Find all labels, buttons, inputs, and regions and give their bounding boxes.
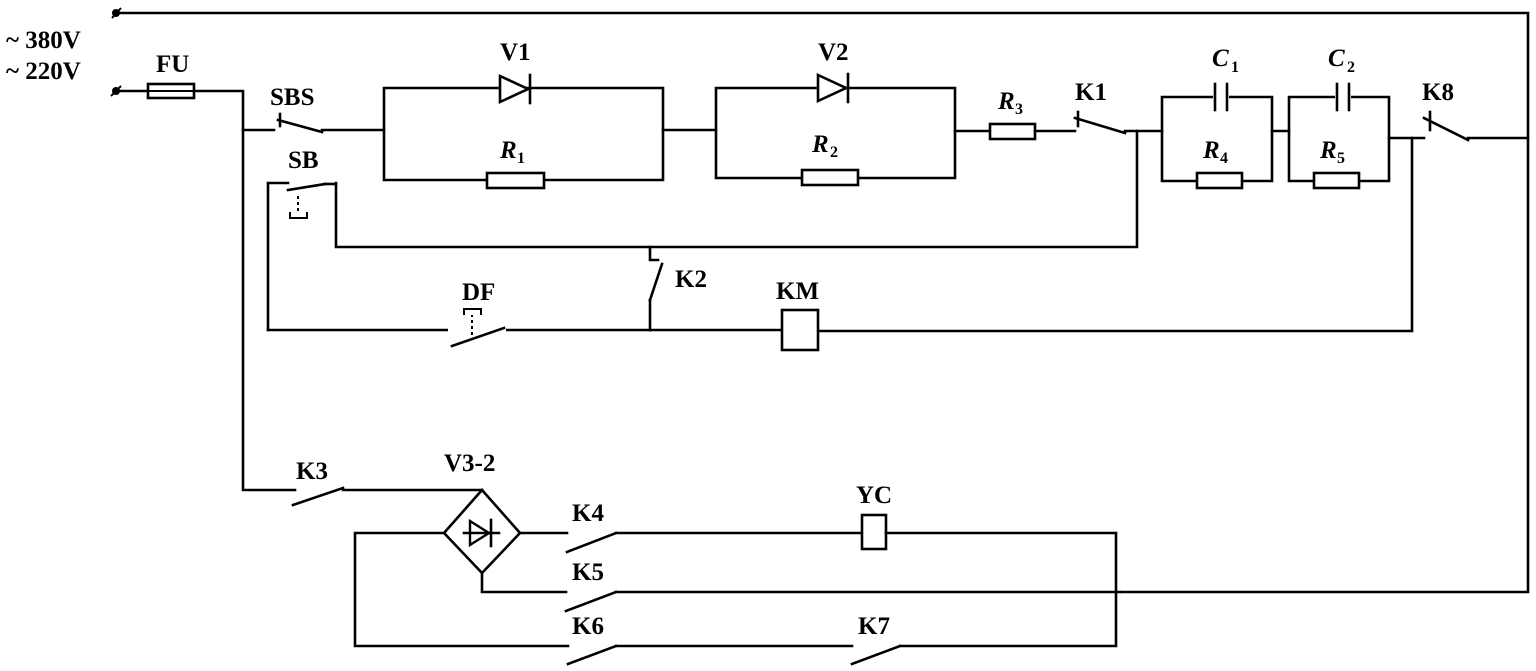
switch-df [448, 308, 506, 352]
diode-v1 [498, 73, 532, 105]
label-r2: R [811, 131, 829, 158]
resistor-r2 [800, 168, 860, 187]
label-k3: K3 [296, 458, 328, 485]
resistor-r3 [988, 122, 1037, 141]
label-r5: R [1319, 137, 1337, 164]
capacitor-c1 [1213, 82, 1229, 112]
label-k2: K2 [675, 266, 707, 293]
label-k5: K5 [572, 559, 604, 586]
label-sbs: SBS [270, 84, 314, 111]
block-c1-r4 [1160, 95, 1274, 183]
switch-k5 [564, 590, 618, 613]
wire-sb-left [266, 181, 290, 332]
label-r1: R [499, 137, 517, 164]
label-yc: YC [856, 482, 892, 509]
label-r4: R [1202, 137, 1220, 164]
coil-km [780, 308, 820, 352]
bridge-rectifier-v3-2 [442, 488, 522, 575]
switch-k8 [1422, 110, 1470, 142]
wire-bridge-left [353, 531, 570, 648]
wire-main-vertical [192, 89, 297, 492]
label-v3-2: V3-2 [444, 450, 495, 477]
wire-bridge-to-k5 [480, 571, 568, 594]
label-r4-sub: 4 [1220, 150, 1228, 167]
label-k1: K1 [1075, 79, 1107, 106]
label-k8: K8 [1422, 79, 1454, 106]
resistor-r5 [1312, 171, 1361, 190]
block-v1-r1 [382, 86, 665, 182]
wire-sb-return [334, 129, 1139, 249]
label-r3: R [997, 88, 1015, 115]
button-sb [286, 182, 338, 219]
label-r5-sub: 5 [1337, 150, 1345, 167]
label-c1-sub: 1 [1231, 59, 1239, 76]
switch-k1 [1073, 110, 1127, 135]
label-df: DF [462, 279, 495, 306]
label-r1-sub: 1 [517, 150, 525, 167]
label-km: KM [776, 278, 819, 305]
label-k4: K4 [572, 500, 604, 527]
resistor-r1 [485, 171, 546, 190]
switch-k6 [566, 644, 618, 666]
wire-yc-right [884, 531, 1118, 648]
wire-380v-return [114, 11, 1530, 594]
switch-sbs [276, 112, 324, 134]
label-k6: K6 [572, 613, 604, 640]
label-fu: FU [156, 51, 189, 78]
label-c2: C [1328, 45, 1345, 72]
label-k7: K7 [858, 613, 890, 640]
label-c2-sub: 2 [1347, 59, 1355, 76]
resistor-r4 [1195, 171, 1244, 190]
label-v1: V1 [500, 39, 531, 66]
label-c1: C [1212, 45, 1229, 72]
switch-k2 [648, 245, 664, 332]
capacitor-c2 [1335, 82, 1351, 112]
switch-k3 [291, 486, 345, 507]
supply-label-220v: ~ 220V [6, 58, 81, 85]
label-r3-sub: 3 [1015, 101, 1023, 118]
diode-v2 [816, 72, 850, 104]
wire-k8-to-km [816, 136, 1414, 333]
label-v2: V2 [818, 39, 849, 66]
coil-yc [860, 513, 888, 551]
label-sb: SB [288, 147, 319, 174]
switch-k7 [850, 644, 902, 666]
label-r2-sub: 2 [830, 144, 838, 161]
supply-label-380v: ~ 380V [6, 27, 81, 54]
block-v2-r2 [714, 86, 957, 180]
switch-k4 [565, 531, 618, 554]
